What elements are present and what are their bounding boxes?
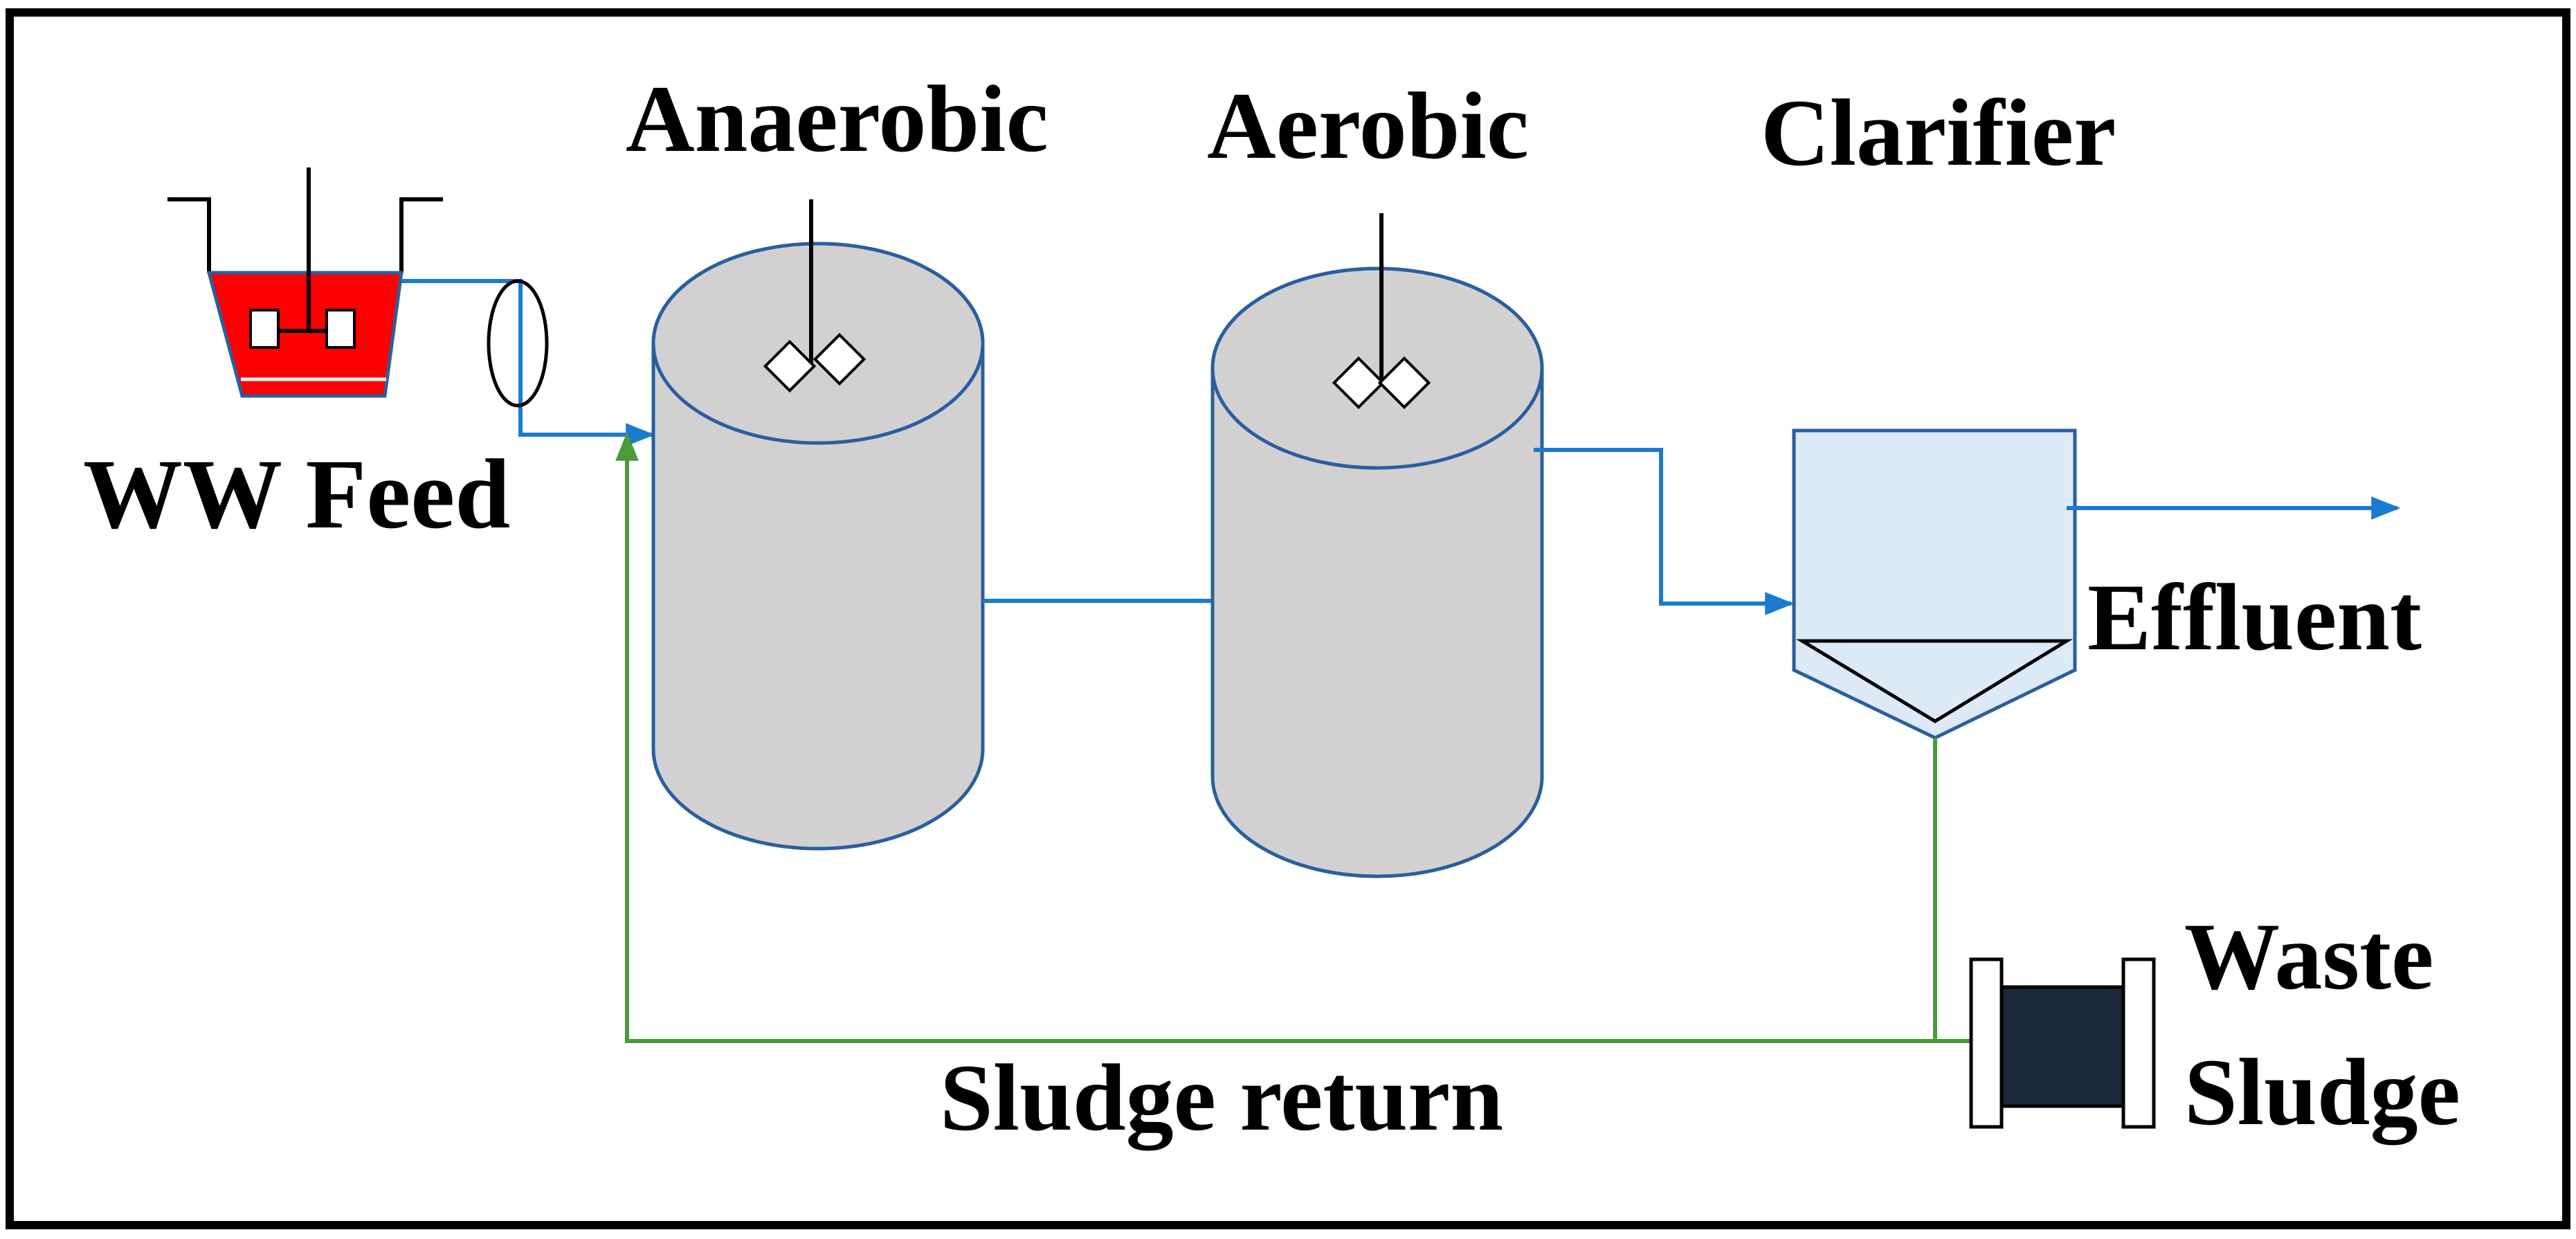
feed-tank-rim xyxy=(167,197,443,273)
clarifier xyxy=(1792,428,2077,740)
label-waste-line2: Sludge xyxy=(2184,1039,2460,1145)
waste-pump-flange-left xyxy=(1969,957,2004,1129)
label-clarifier: Clarifier xyxy=(1761,80,2116,186)
aerobic-to-clarifier-pipe xyxy=(1534,448,1795,615)
waste-pump-body xyxy=(1999,985,2125,1108)
label-ww-feed: WW Feed xyxy=(83,440,510,550)
anaerobic-reactor xyxy=(651,199,985,851)
diagram-border xyxy=(6,8,2570,1229)
waste-sludge-pump xyxy=(1969,957,2156,1129)
feed-tank xyxy=(167,168,443,398)
feed-pump-loop xyxy=(487,279,549,408)
aerobic-mixer-paddle-left xyxy=(1332,356,1386,410)
feed-tank-impeller-left xyxy=(249,309,280,349)
clarifier-body xyxy=(1792,428,2077,740)
label-sludge-return: Sludge return xyxy=(940,1044,1503,1150)
anaerobic-reactor-top xyxy=(651,242,985,445)
label-aerobic: Aerobic xyxy=(1207,73,1529,179)
anaerobic-mixer-paddle-left xyxy=(763,339,817,393)
aerobic-mixer-paddle-right xyxy=(1377,356,1431,410)
feed-tank-impeller-right xyxy=(325,309,356,349)
label-waste-line1: Waste xyxy=(2184,903,2433,1009)
anaerobic-mixer-paddle-right xyxy=(813,332,867,386)
label-effluent: Effluent xyxy=(2087,564,2422,670)
aerobic-reactor xyxy=(1210,213,1544,878)
feed-tank-body xyxy=(206,271,403,398)
feed-pipe xyxy=(401,279,655,446)
aerobic-reactor-top xyxy=(1210,266,1544,470)
waste-pump-flange-right xyxy=(2121,957,2156,1129)
clarifier-sludge-cone xyxy=(1796,639,2073,723)
label-anaerobic: Anaerobic xyxy=(626,66,1049,172)
sludge-return-line xyxy=(615,431,1937,1043)
